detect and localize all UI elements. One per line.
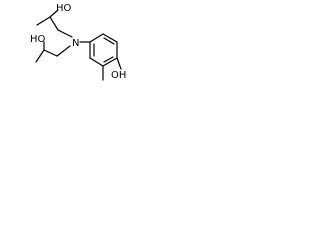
bond-choh-ch3-lower (35, 49, 45, 63)
upper-hydroxypropyl-chain (36, 9, 73, 38)
ring-bond-4 (102, 57, 118, 67)
ring-bond-5 (89, 57, 104, 67)
benzene-ring (89, 33, 118, 67)
bond-n-ch2-lower (56, 45, 71, 57)
bond-choh-oh-upper (49, 9, 59, 18)
hydroxyl-label-middle: HO (30, 34, 46, 45)
ring-double-bond-a (103, 37, 115, 45)
bond-choh-ch3-upper (36, 16, 51, 26)
bond-ring-oh (116, 57, 122, 70)
ring-double-bond-b (103, 56, 114, 63)
ring-bond-1 (89, 33, 104, 43)
chemical-structure-diagram: N HO HO OH (30, 3, 126, 81)
hydroxyl-label-upper: HO (56, 3, 72, 14)
bond-n-ch2-upper (57, 29, 73, 38)
bond-ch2-choh-lower (43, 49, 58, 57)
nitrogen-label: N (72, 38, 79, 49)
phenol-hydroxyl-label: OH (111, 70, 126, 81)
ring-bond-2 (102, 33, 118, 43)
bond-ch2-choh-upper (49, 16, 59, 31)
lower-hydroxypropyl-chain (35, 41, 71, 63)
